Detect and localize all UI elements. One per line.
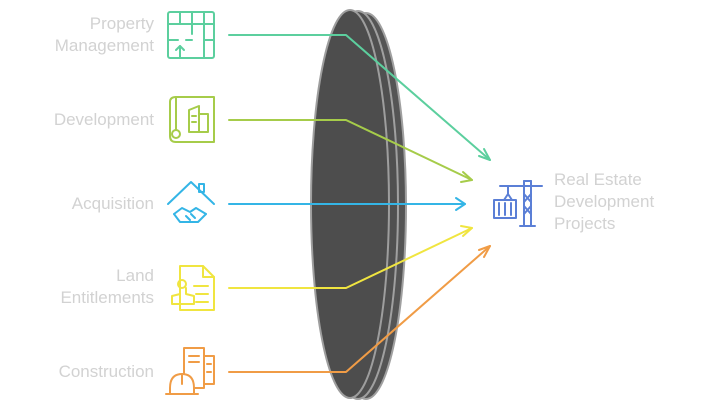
connector-property-management: [228, 34, 491, 161]
source-label-land-entitlements: Land Entitlements: [60, 266, 154, 307]
stamped-document-icon: [171, 265, 215, 311]
connector-construction: [228, 245, 491, 373]
hardhat-building-icon: [165, 347, 215, 395]
source-label-construction: Construction: [58, 362, 154, 381]
connector-development: [228, 119, 473, 183]
handshake-house-icon: [167, 181, 215, 223]
source-label-acquisition: Acquisition: [71, 194, 154, 213]
blueprint-icon: [169, 96, 215, 143]
floor-plan-icon: [167, 11, 215, 59]
crane-icon: [493, 180, 543, 227]
target-label: Real Estate Development Projects: [554, 170, 655, 233]
source-label-property-management: Property Management: [54, 14, 154, 55]
connector-land-entitlements: [228, 225, 473, 289]
connector-acquisition: [228, 197, 466, 211]
source-label-development: Development: [53, 110, 154, 129]
